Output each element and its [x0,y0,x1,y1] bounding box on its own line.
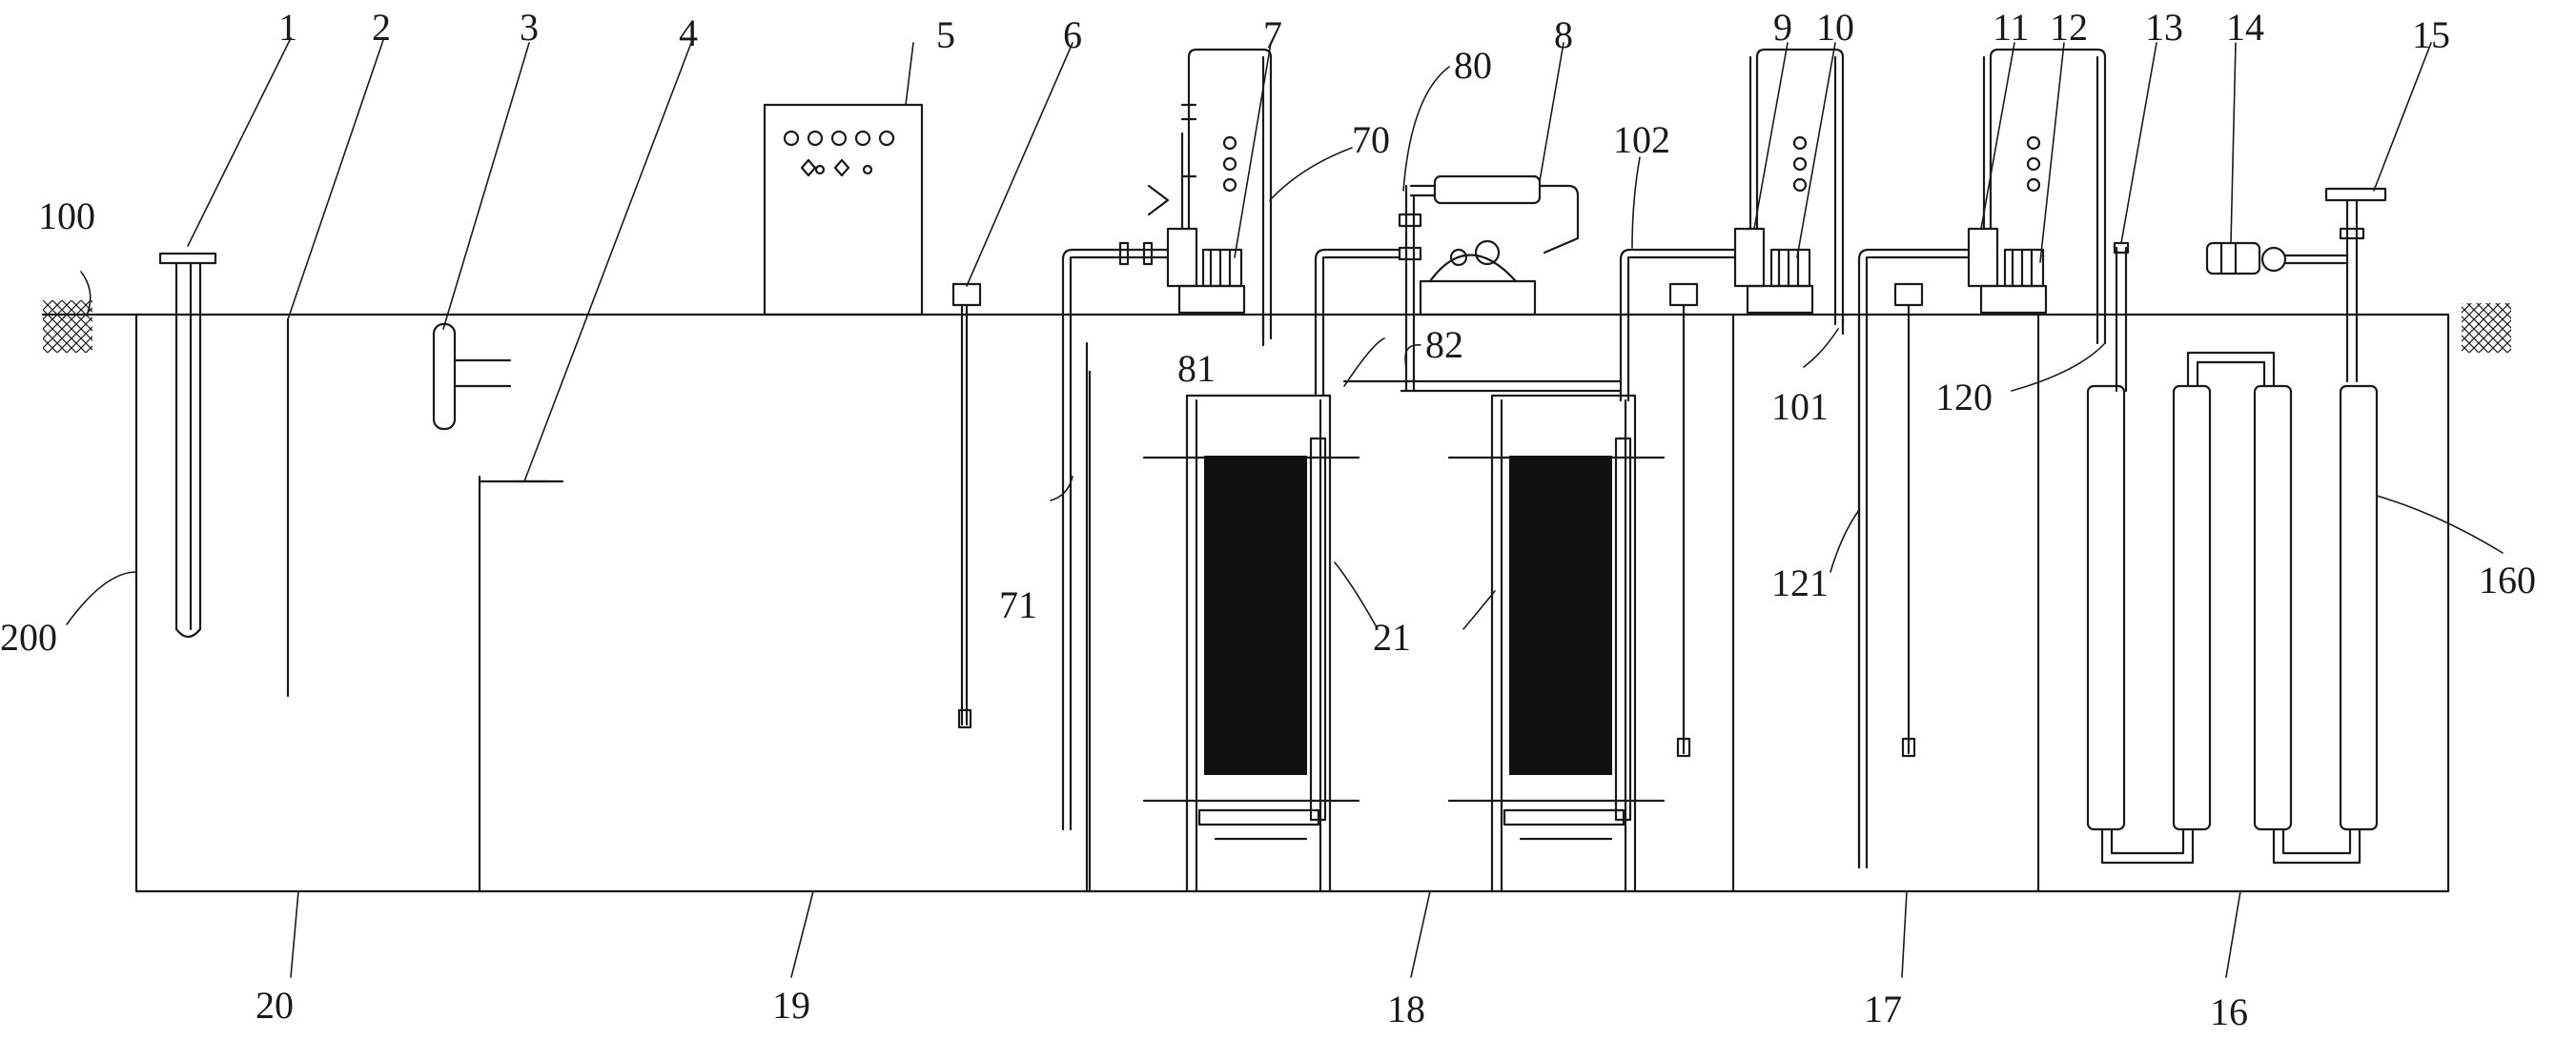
label-11: 11 [1993,6,2030,49]
disinfection-columns [2086,351,2379,865]
label-17: 17 [1864,988,1902,1030]
level-sensor-17 [1893,282,1924,758]
air-blower-8 [1314,174,1623,398]
label-160: 160 [2479,559,2536,602]
label-82: 82 [1425,323,1463,366]
label-14: 14 [2226,6,2264,49]
ground-hatch-right [2462,303,2511,353]
membrane-module-right [1447,394,1666,893]
ground-hatch-left [43,300,92,353]
label-6: 6 [1063,13,1082,56]
label-80: 80 [1454,44,1492,87]
label-120: 120 [1935,376,1993,418]
suction-pump-7 [1061,48,1273,831]
leader-lines [66,37,2504,978]
label-100: 100 [38,194,95,237]
reference-labels: 1 2 3 4 5 6 7 8 9 10 11 12 13 14 15 70 8… [0,6,2536,1033]
label-2: 2 [372,6,391,49]
label-70: 70 [1352,118,1390,161]
label-4: 4 [679,11,698,54]
label-7: 7 [1263,13,1282,56]
label-10: 10 [1816,6,1854,49]
uv-motor-14 [2205,241,2347,275]
label-102: 102 [1613,118,1670,161]
membrane-sheets-right [1509,456,1612,775]
membrane-module-left [1142,394,1360,893]
label-21: 21 [1373,616,1411,659]
membrane-sheets-left [1204,456,1307,775]
label-20: 20 [256,984,294,1027]
label-5: 5 [936,13,955,56]
label-12: 12 [2050,6,2088,49]
level-sensor-18 [1668,282,1699,758]
label-18: 18 [1387,988,1425,1030]
suction-pump-12 [1857,48,2107,869]
label-200: 200 [0,616,57,659]
label-3: 3 [520,6,539,49]
label-81: 81 [1177,347,1216,390]
suction-pump-10 [1619,48,1845,402]
u-tube-heater [158,252,217,639]
tee-pipe [432,322,512,431]
label-19: 19 [772,984,810,1027]
label-15: 15 [2412,13,2450,56]
vent-pipe [2113,241,2130,393]
label-9: 9 [1773,6,1792,49]
level-sensor-19 [951,282,982,729]
label-16: 16 [2210,990,2248,1033]
tank-body [134,313,2450,893]
label-101: 101 [1771,385,1829,428]
label-8: 8 [1554,13,1573,56]
label-71: 71 [999,583,1037,626]
label-121: 121 [1771,561,1829,604]
label-13: 13 [2145,6,2183,49]
label-1: 1 [278,6,297,49]
control-cabinet [763,103,924,316]
outlet-pipe-15 [2324,187,2387,383]
